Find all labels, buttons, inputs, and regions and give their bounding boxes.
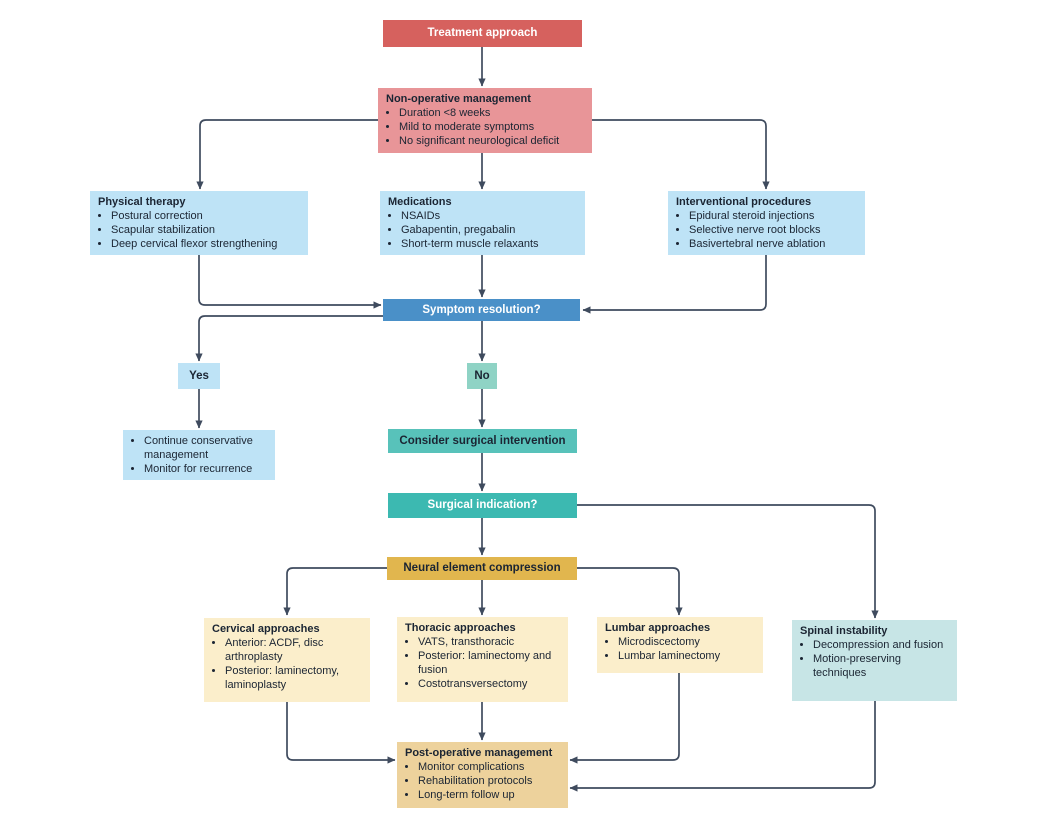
bullet-item: Basivertebral nerve ablation <box>689 238 857 252</box>
bullet-item: Posterior: laminectomy, laminoplasty <box>225 665 362 693</box>
node-treatment-approach-label: Treatment approach <box>427 27 538 40</box>
node-treatment-approach: Treatment approach <box>383 20 582 47</box>
node-no: No <box>467 363 497 389</box>
node-cervical-bullets: Anterior: ACDF, disc arthroplasty Poster… <box>212 637 362 693</box>
node-post-operative-management: Post-operative management Monitor compli… <box>397 742 568 808</box>
node-continue-conservative-bullets: Continue conservative management Monitor… <box>131 435 267 477</box>
node-medications: Medications NSAIDs Gabapentin, pregabali… <box>380 191 585 255</box>
bullet-item: Long-term follow up <box>418 789 560 803</box>
bullet-item: Selective nerve root blocks <box>689 224 857 238</box>
node-cervical-approaches: Cervical approaches Anterior: ACDF, disc… <box>204 618 370 702</box>
connector-lumbar-to-postop <box>569 673 680 764</box>
node-non-operative-title: Non-operative management <box>386 93 531 105</box>
node-neural-compression-label: Neural element compression <box>403 562 561 575</box>
node-thoracic-title: Thoracic approaches <box>405 622 516 634</box>
bullet-item: Short-term muscle relaxants <box>401 238 577 252</box>
connector-nonoperative-to-interventional <box>592 119 770 190</box>
bullet-item: Motion-preserving techniques <box>813 653 949 681</box>
connector-indication-to-spinal <box>575 504 879 619</box>
bullet-item: No significant neurological deficit <box>399 135 584 149</box>
node-surgical-indication: Surgical indication? <box>388 493 577 518</box>
node-lumbar-title: Lumbar approaches <box>605 622 711 634</box>
bullet-item: Postural correction <box>111 210 300 224</box>
node-symptom-resolution: Symptom resolution? <box>383 299 580 321</box>
bullet-item: Decompression and fusion <box>813 639 949 653</box>
bullet-item: Lumbar laminectomy <box>618 650 755 664</box>
node-physical-therapy-bullets: Postural correction Scapular stabilizati… <box>98 210 300 252</box>
node-yes-label: Yes <box>189 369 209 382</box>
connector-cervical-to-postop <box>286 702 396 764</box>
node-spinal-instability-bullets: Decompression and fusion Motion-preservi… <box>800 639 949 681</box>
bullet-item: Rehabilitation protocols <box>418 775 560 789</box>
bullet-item: Gabapentin, pregabalin <box>401 224 577 238</box>
bullet-item: Costotransversectomy <box>418 678 560 692</box>
node-neural-element-compression: Neural element compression <box>387 557 577 580</box>
node-spinal-instability-title: Spinal instability <box>800 625 888 637</box>
node-interventional-bullets: Epidural steroid injections Selective ne… <box>676 210 857 252</box>
connector-neural-to-lumbar <box>577 567 683 616</box>
connector-symptom-to-yes <box>195 315 383 362</box>
node-lumbar-approaches: Lumbar approaches Microdiscectomy Lumbar… <box>597 617 763 673</box>
bullet-item: Posterior: laminectomy and fusion <box>418 650 560 678</box>
node-no-label: No <box>474 369 490 382</box>
bullet-item: NSAIDs <box>401 210 577 224</box>
node-continue-conservative: Continue conservative management Monitor… <box>123 430 275 480</box>
bullet-item: Epidural steroid injections <box>689 210 857 224</box>
node-physical-therapy: Physical therapy Postural correction Sca… <box>90 191 308 255</box>
node-non-operative-bullets: Duration <8 weeks Mild to moderate sympt… <box>386 107 584 149</box>
connector-spinal-to-postop <box>569 701 876 792</box>
node-spinal-instability: Spinal instability Decompression and fus… <box>792 620 957 701</box>
node-interventional-procedures: Interventional procedures Epidural stero… <box>668 191 865 255</box>
bullet-item: Monitor complications <box>418 761 560 775</box>
bullet-item: Anterior: ACDF, disc arthroplasty <box>225 637 362 665</box>
bullet-item: Continue conservative management <box>144 435 267 463</box>
node-medications-bullets: NSAIDs Gabapentin, pregabalin Short-term… <box>388 210 577 252</box>
bullet-item: Duration <8 weeks <box>399 107 584 121</box>
node-lumbar-bullets: Microdiscectomy Lumbar laminectomy <box>605 636 755 664</box>
node-consider-surgical-intervention: Consider surgical intervention <box>388 429 577 453</box>
node-symptom-resolution-label: Symptom resolution? <box>422 303 541 316</box>
node-yes: Yes <box>178 363 220 389</box>
bullet-item: Monitor for recurrence <box>144 463 267 477</box>
node-physical-therapy-title: Physical therapy <box>98 196 186 208</box>
bullet-item: Deep cervical flexor strengthening <box>111 238 300 252</box>
bullet-item: Scapular stabilization <box>111 224 300 238</box>
connector-physical-to-symptom <box>198 255 382 309</box>
node-surgical-indication-label: Surgical indication? <box>427 499 538 512</box>
node-cervical-title: Cervical approaches <box>212 623 320 635</box>
bullet-item: Microdiscectomy <box>618 636 755 650</box>
connector-interventional-to-symptom <box>582 255 767 314</box>
connector-nonoperative-to-physical <box>196 119 378 190</box>
node-consider-surgical-label: Consider surgical intervention <box>399 434 566 447</box>
node-thoracic-approaches: Thoracic approaches VATS, transthoracic … <box>397 617 568 702</box>
node-interventional-title: Interventional procedures <box>676 196 812 208</box>
bullet-item: VATS, transthoracic <box>418 636 560 650</box>
node-post-operative-title: Post-operative management <box>405 747 553 759</box>
node-non-operative-management: Non-operative management Duration <8 wee… <box>378 88 592 153</box>
node-post-operative-bullets: Monitor complications Rehabilitation pro… <box>405 761 560 803</box>
connector-neural-to-cervical <box>283 567 387 616</box>
node-medications-title: Medications <box>388 196 452 208</box>
node-thoracic-bullets: VATS, transthoracic Posterior: laminecto… <box>405 636 560 692</box>
bullet-item: Mild to moderate symptoms <box>399 121 584 135</box>
